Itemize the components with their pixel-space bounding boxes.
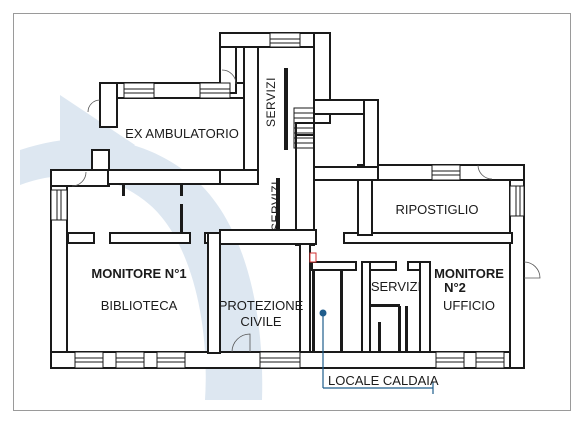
room-label-protezione: PROTEZIONE bbox=[218, 298, 304, 313]
room-label-biblioteca: BIBLIOTECA bbox=[100, 298, 178, 313]
windows bbox=[50, 32, 525, 369]
room-label-servizi-mid: SERVIZI bbox=[269, 181, 283, 231]
callout-dot bbox=[319, 309, 327, 317]
callout-leader bbox=[322, 313, 434, 394]
room-label-servizi-right: SERVIZI bbox=[370, 279, 422, 294]
room-label-monitore-1: MONITORE N°1 bbox=[91, 266, 187, 281]
callout-locale-caldaia: LOCALE CALDAIA bbox=[328, 373, 439, 388]
room-label-monitore-2-number: N°2 bbox=[444, 280, 466, 295]
outer-frame bbox=[13, 13, 571, 411]
watermark-arrow bbox=[20, 95, 263, 400]
room-label-servizi-top: SERVIZI bbox=[264, 77, 278, 127]
room-label-ripostiglio: RIPOSTIGLIO bbox=[395, 202, 479, 217]
boiler-marker bbox=[309, 252, 317, 263]
room-label-ex-ambulatorio: EX AMBULATORIO bbox=[125, 126, 239, 141]
room-label-ufficio: UFFICIO bbox=[443, 298, 495, 313]
door-swings bbox=[71, 69, 541, 353]
partitions bbox=[122, 68, 408, 352]
room-label-civile: CIVILE bbox=[240, 314, 282, 329]
staircase bbox=[293, 107, 315, 149]
room-label-monitore-2: MONITORE bbox=[434, 266, 504, 281]
